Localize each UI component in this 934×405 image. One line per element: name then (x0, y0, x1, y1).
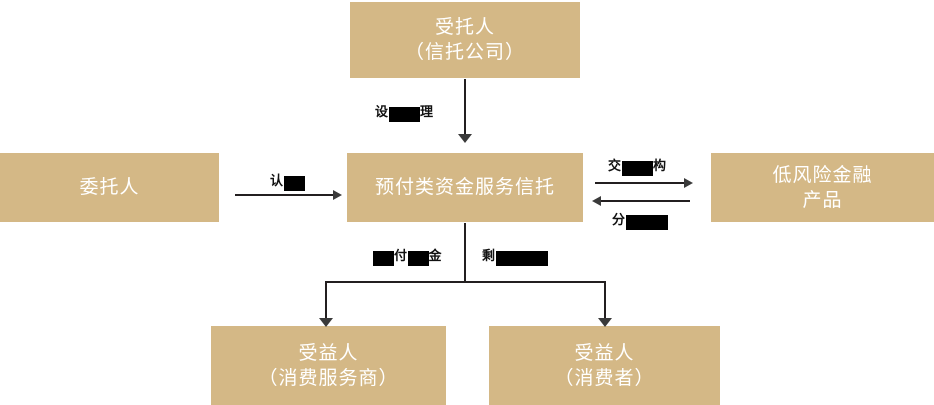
node-beneficiary-consumer: 受益人 （消费者） (489, 326, 720, 405)
node-prepaid-fund-service-trust: 预付类资金服务信托 (347, 153, 583, 222)
edge-label-redaction: ███ (621, 161, 654, 176)
edge-label-redaction: █████ (495, 251, 549, 266)
connector-trustee-to-trust (464, 79, 466, 136)
edge-label-redaction: ██ (283, 176, 305, 191)
arrowhead-right-settlor-to-trust (333, 190, 342, 200)
connector-settlor-to-trust (235, 194, 335, 196)
node-trustee: 受托人 （信托公司） (350, 2, 580, 78)
arrowhead-left-product-to-trust (592, 196, 601, 206)
edge-label-visible-suffix: 构 (653, 159, 667, 174)
edge-label-visible-prefix: 交 (608, 159, 622, 174)
connector-beneficiary-bus (325, 281, 605, 283)
arrowhead-down-to-merchant (319, 318, 333, 327)
edge-label-trust-to-product: 交███构 (608, 155, 667, 176)
edge-label-visible-prefix: 剩 (482, 249, 496, 264)
edge-label-trust-to-merchant: ██付██金 (373, 245, 442, 266)
edge-label-visible-prefix: 分 (612, 213, 626, 228)
connector-branch-to-merchant (325, 281, 327, 321)
edge-label-visible-prefix: 设 (375, 105, 389, 120)
connector-trust-trunk (464, 223, 466, 282)
edge-label-trust-to-consumer: 剩█████ (482, 245, 549, 266)
edge-label-redaction-2: ██ (407, 251, 429, 266)
arrowhead-down-to-consumer (598, 318, 612, 327)
edge-label-product-to-trust: 分████ (612, 209, 668, 230)
edge-label-visible-suffix-2: 金 (428, 249, 443, 264)
node-settlor: 委托人 (0, 153, 219, 222)
arrowhead-right-trust-to-product (684, 178, 693, 188)
connector-branch-to-consumer (604, 281, 606, 321)
edge-label-visible-suffix: 付 (394, 249, 408, 264)
connector-trust-to-product (595, 182, 687, 184)
node-beneficiary-merchant: 受益人 （消费服务商） (211, 326, 446, 405)
edge-label-redaction: ██ (373, 251, 394, 266)
edge-label-redaction: ███ (388, 107, 421, 122)
arrowhead-down-trustee-to-trust (458, 134, 472, 143)
edge-label-visible-suffix: 理 (420, 105, 434, 120)
edge-label-trustee-to-trust: 设███理 (375, 101, 434, 122)
connector-product-to-trust (600, 200, 690, 202)
node-low-risk-financial-product: 低风险金融 产品 (711, 153, 934, 222)
edge-label-redaction: ████ (625, 215, 668, 230)
edge-label-visible-prefix: 认 (270, 174, 284, 189)
edge-label-settlor-to-trust: 认██ (270, 170, 305, 191)
